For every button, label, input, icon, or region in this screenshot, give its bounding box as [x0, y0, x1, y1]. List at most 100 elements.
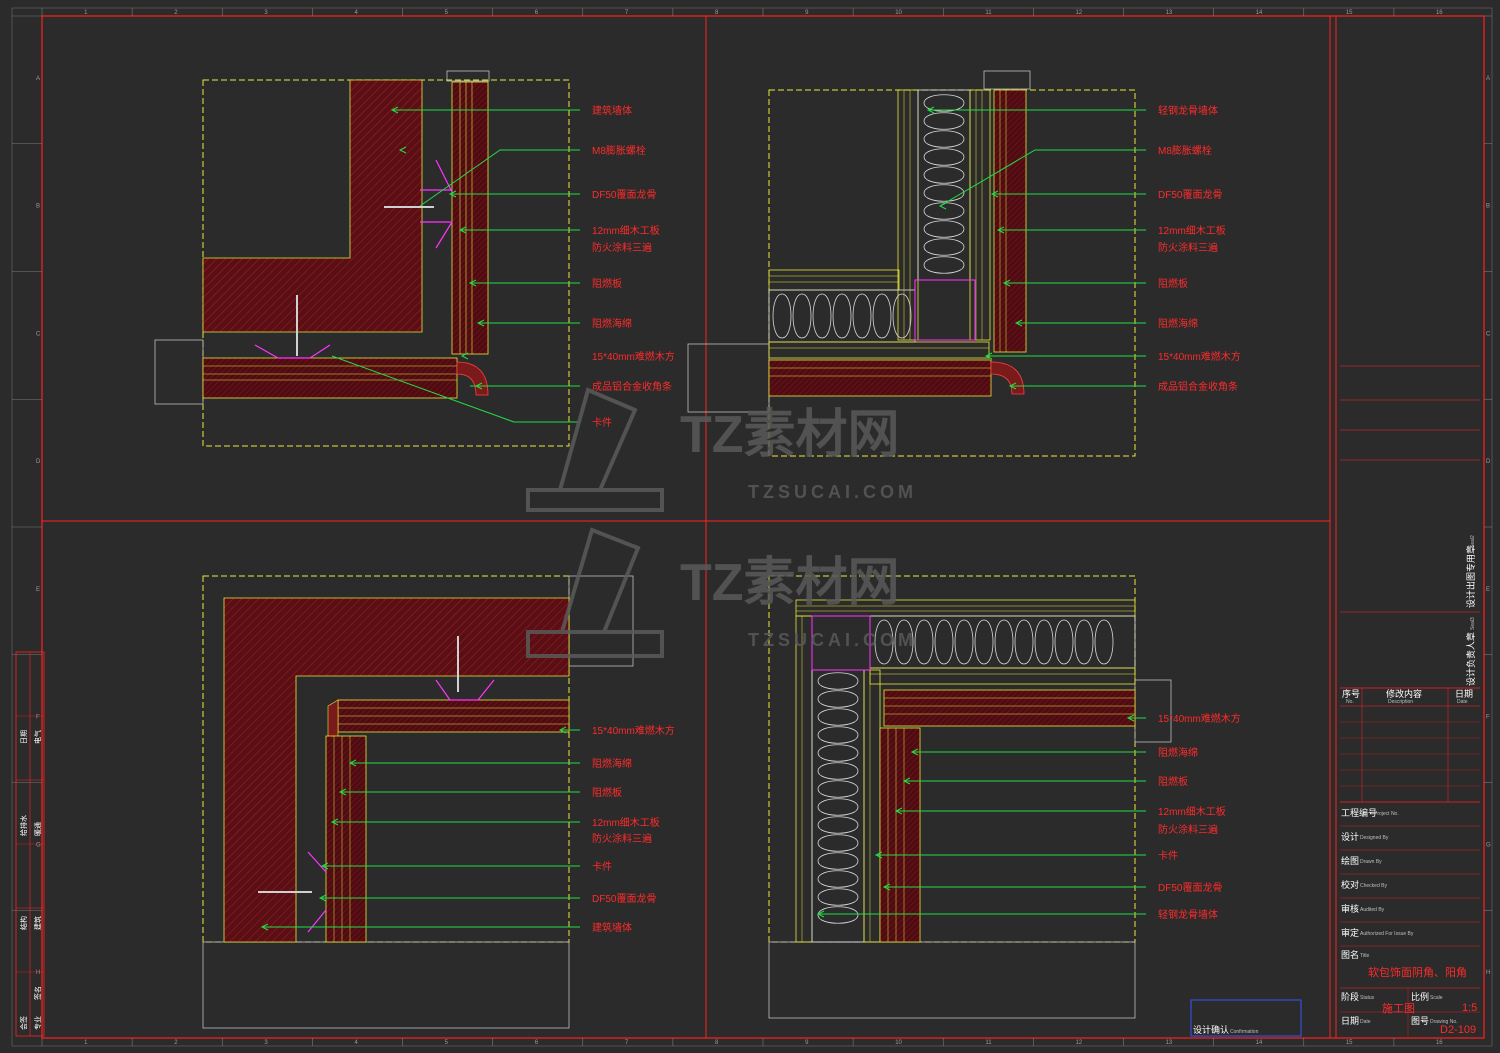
- audited-label-en: Audited By: [1360, 907, 1385, 913]
- grid-col-label: 1: [84, 10, 88, 16]
- grid-row-label: F: [1486, 715, 1490, 721]
- watermark-brand-1: TZ素材网: [680, 406, 900, 464]
- grid-col-label: 6: [535, 1040, 539, 1046]
- leaders-bottom-right: 15*40mm难燃木方阻燃海绵阻燃板12mm细木工板防火涂料三遍卡件DF50覆面…: [816, 712, 1241, 921]
- rev-no-header-en: No.: [1346, 699, 1354, 705]
- callout-label: DF50覆面龙骨: [592, 188, 656, 201]
- leaders-bottom-left: 15*40mm难燃木方阻燃海绵阻燃板12mm细木工板防火涂料三遍卡件DF50覆面…: [260, 724, 675, 934]
- status-value: 施工图: [1382, 1002, 1415, 1015]
- project-no-label: 工程编号: [1341, 807, 1377, 818]
- grid-col-label: 8: [715, 1040, 719, 1046]
- grid-col-label: 2: [174, 1040, 178, 1046]
- grid-row-label: C: [1486, 331, 1491, 337]
- callout-label: 阻燃板: [1158, 277, 1188, 290]
- grid-col-label: 7: [625, 1040, 629, 1046]
- grid-row-label: A: [1486, 76, 1490, 82]
- watermark-url-2: TZSUCAI.COM: [748, 630, 917, 650]
- grid-col-label: 3: [264, 1040, 268, 1046]
- leaders-top-right: 轻钢龙骨墙体M8膨胀螺栓DF50覆面龙骨12mm细木工板防火涂料三遍阻燃板阻燃海…: [926, 104, 1241, 393]
- callout-label: 轻钢龙骨墙体: [1158, 104, 1218, 117]
- callout-label: 阻燃海绵: [1158, 317, 1198, 330]
- grid-col-label: 13: [1166, 10, 1173, 16]
- stamp-design-label: 设计出图专用章: [1465, 545, 1476, 608]
- sign-label-6: 暖通: [33, 822, 42, 836]
- designed-label-en: Designed By: [1360, 835, 1389, 841]
- grid-col-label: 9: [805, 1040, 809, 1046]
- checked-label: 校对: [1341, 879, 1359, 890]
- grid-col-label: 8: [715, 10, 719, 16]
- grid-row-label: F: [36, 715, 40, 721]
- date-label: 日期: [1341, 1016, 1359, 1026]
- callout-label: 15*40mm难燃木方: [1158, 350, 1241, 363]
- grid-row-label: H: [36, 970, 40, 976]
- scale-label-en: Scale: [1430, 995, 1443, 1001]
- grid-row-label: G: [1486, 842, 1491, 848]
- callout-label: 防火涂料三遍: [592, 241, 652, 254]
- callout-label: M8膨胀螺栓: [592, 144, 646, 157]
- grid-col-label: 14: [1256, 10, 1263, 16]
- callout-label: 卡件: [1158, 849, 1178, 862]
- callout-label: 建筑墙体: [592, 104, 632, 117]
- callout-label: 成品铝合金收角条: [1158, 380, 1238, 393]
- grid-col-label: 9: [805, 10, 809, 16]
- callout-label: 成品铝合金收角条: [592, 380, 672, 393]
- detail-top-right: [687, 70, 1136, 457]
- callout-label: 阻燃板: [1158, 775, 1188, 788]
- title-label-en: Title: [1360, 953, 1369, 959]
- callout-label: DF50覆面龙骨: [1158, 881, 1222, 894]
- callout-label: 阻燃海绵: [592, 317, 632, 330]
- grid-row-label: H: [1486, 970, 1490, 976]
- callout-label: 阻燃海绵: [1158, 746, 1198, 759]
- drawn-label: 绘图: [1341, 855, 1359, 866]
- grid-ticks: 1122334455667788991010111112121313141415…: [12, 8, 1492, 1046]
- watermark-url-1: TZSUCAI.COM: [748, 482, 917, 502]
- grid-col-label: 14: [1256, 1040, 1263, 1046]
- grid-col-label: 3: [264, 10, 268, 16]
- authorized-label-en: Authorized For Issue By: [1360, 931, 1414, 937]
- grid-col-label: 2: [174, 10, 178, 16]
- drawing-no-label: 图号: [1411, 1016, 1429, 1026]
- audited-label: 审核: [1341, 903, 1359, 914]
- callout-label: 阻燃板: [592, 277, 622, 290]
- drawing-no-value: D2-109: [1440, 1024, 1476, 1036]
- callout-label: 15*40mm难燃木方: [592, 350, 675, 363]
- sign-label-1: 会签: [19, 1016, 28, 1030]
- sign-label-2: 结构: [19, 916, 28, 930]
- scale-label: 比例: [1411, 991, 1429, 1002]
- grid-col-label: 11: [985, 1040, 992, 1046]
- callout-label: 防火涂料三遍: [592, 832, 652, 845]
- grid-row-label: B: [36, 204, 40, 210]
- grid-col-label: 13: [1166, 1040, 1173, 1046]
- detail-top-left: [154, 70, 570, 447]
- grid-col-label: 5: [445, 1040, 449, 1046]
- callout-label: 阻燃海绵: [592, 757, 632, 770]
- drawing-title: 软包饰面阴角、阳角: [1368, 965, 1467, 979]
- callout-label: DF50覆面龙骨: [592, 892, 656, 905]
- callout-label: 12mm细木工板: [592, 816, 660, 829]
- callout-label: 建筑墙体: [592, 921, 632, 934]
- rev-desc-header: 修改内容: [1386, 688, 1422, 699]
- callout-label: 卡件: [592, 416, 612, 429]
- callout-label: 轻钢龙骨墙体: [1158, 908, 1218, 921]
- project-no-label-en: Project No.: [1374, 811, 1399, 817]
- confirmation-label: 设计确认: [1193, 1024, 1229, 1035]
- detail-bottom-right: [768, 575, 1172, 1019]
- sign-label-7: 日期: [20, 730, 28, 744]
- callout-label: 阻燃板: [592, 786, 622, 799]
- sign-label-9: 签名: [33, 986, 42, 1000]
- status-label-en: Status: [1360, 995, 1375, 1001]
- grid-col-label: 4: [354, 10, 358, 16]
- drawing-no-label-en: Drawing No.: [1430, 1019, 1458, 1025]
- grid-row-label: E: [1486, 587, 1490, 593]
- designed-label: 设计: [1341, 831, 1359, 842]
- grid-col-label: 5: [445, 10, 449, 16]
- rev-no-header: 序号: [1342, 688, 1360, 699]
- stamp-lead-label: 设计负责人章: [1465, 632, 1476, 686]
- grid-row-label: D: [1486, 459, 1491, 465]
- grid-col-label: 6: [535, 10, 539, 16]
- rev-desc-header-en: Description: [1388, 699, 1413, 705]
- title-label: 图名: [1341, 949, 1359, 960]
- callout-label: 12mm细木工板: [1158, 224, 1226, 237]
- grid-col-label: 10: [895, 10, 902, 16]
